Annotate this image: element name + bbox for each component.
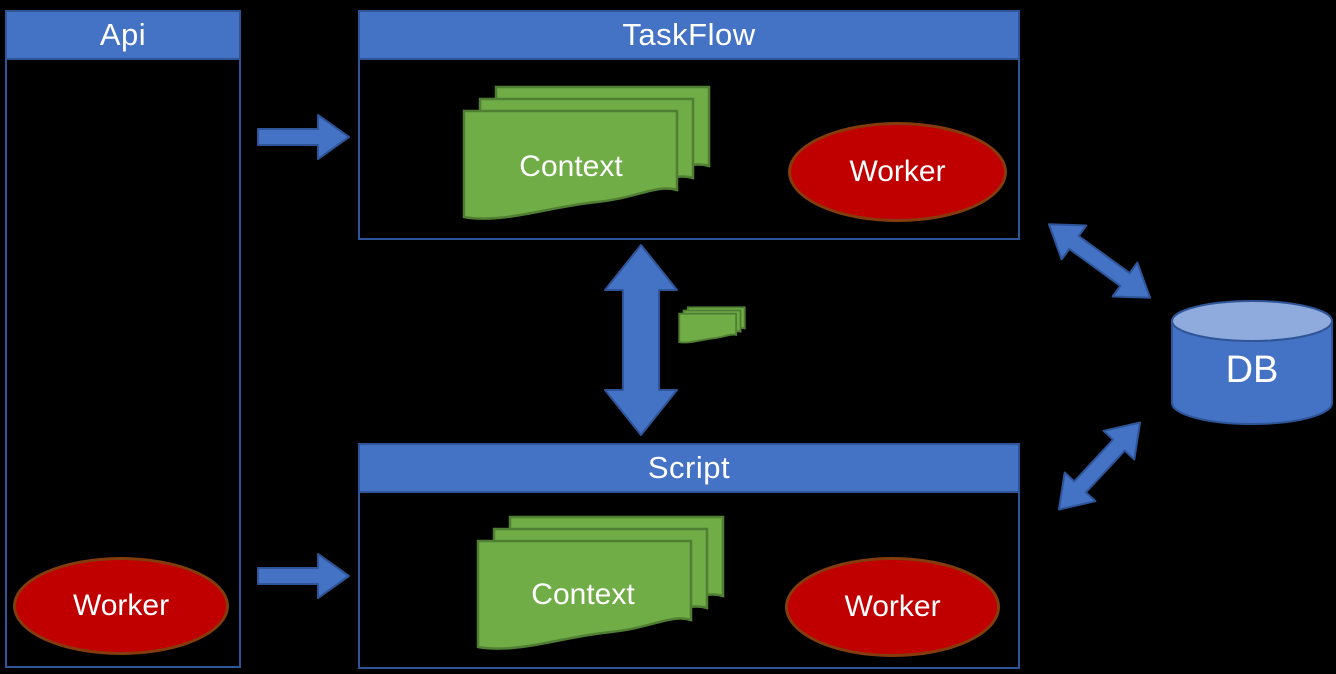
- arrow-api-to-taskflow-icon: [257, 114, 350, 160]
- taskflow-worker-label: Worker: [849, 155, 946, 188]
- api-worker-node: Worker: [13, 557, 229, 655]
- documents-stack-small-icon: [678, 306, 746, 344]
- database-cylinder-icon: [1171, 300, 1333, 425]
- script-worker-label: Worker: [844, 590, 941, 623]
- documents-stack-icon: [462, 85, 711, 220]
- taskflow-header: TaskFlow: [360, 12, 1018, 60]
- double-arrow-taskflow-db-icon: [1047, 223, 1152, 299]
- api-title: Api: [99, 17, 147, 52]
- script-header: Script: [360, 445, 1018, 493]
- script-context-label: Context: [531, 578, 635, 611]
- taskflow-context-label: Context: [519, 150, 623, 183]
- script-worker-node: Worker: [785, 557, 1000, 657]
- api-container: Api Worker: [5, 10, 241, 668]
- documents-stack-icon: [476, 515, 725, 650]
- double-arrow-taskflow-script-icon: [604, 244, 678, 436]
- taskflow-worker-node: Worker: [788, 122, 1007, 222]
- double-arrow-script-db-icon: [1057, 421, 1142, 511]
- api-header: Api: [7, 12, 239, 60]
- script-title: Script: [647, 450, 731, 485]
- arrow-api-to-script-icon: [257, 553, 350, 599]
- taskflow-container: TaskFlow Context Worker: [358, 10, 1020, 240]
- db-node: DB: [1170, 297, 1334, 427]
- db-label: DB: [1225, 349, 1279, 391]
- taskflow-title: TaskFlow: [622, 17, 756, 52]
- api-worker-label: Worker: [72, 589, 170, 622]
- script-container: Script Context Worker: [358, 443, 1020, 669]
